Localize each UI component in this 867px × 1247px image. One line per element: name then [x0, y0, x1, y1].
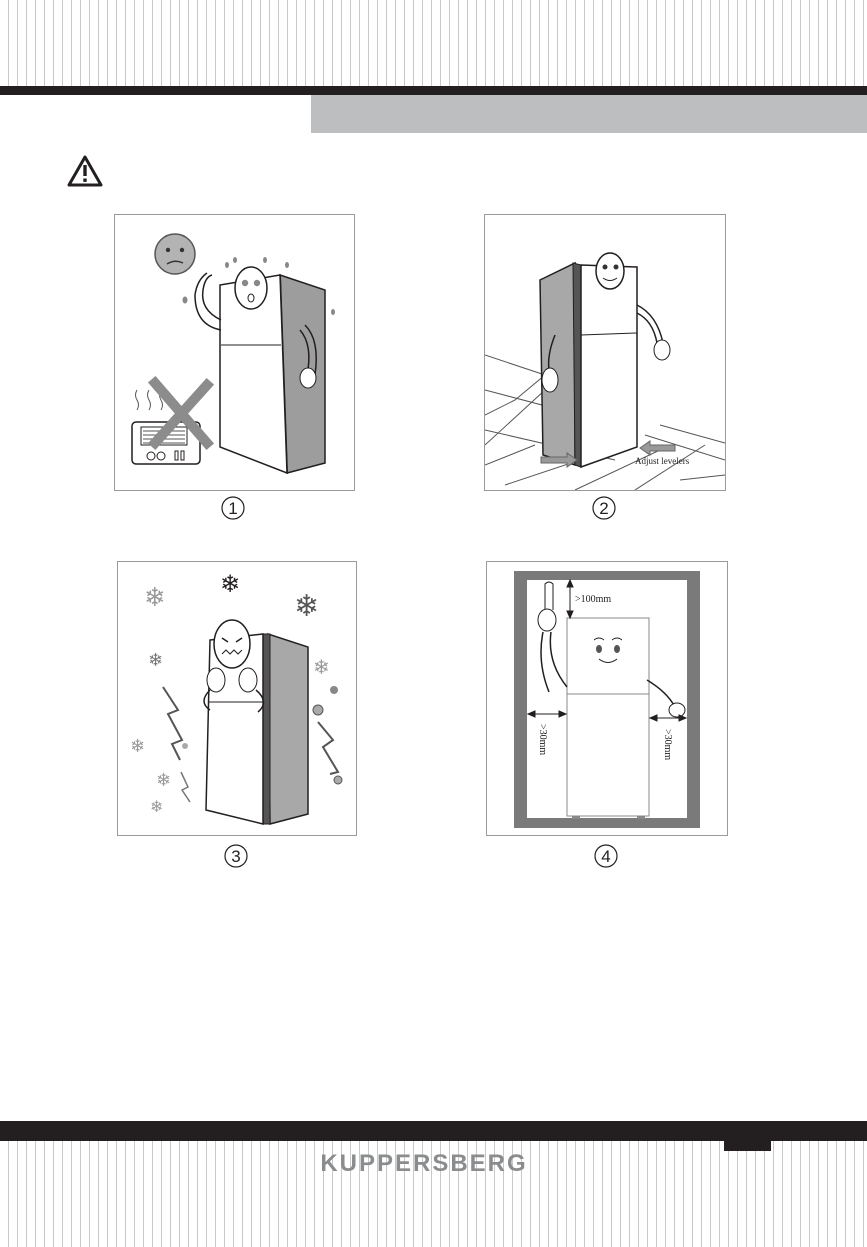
svg-text:❄: ❄	[130, 736, 145, 757]
figure-1-heat-source	[114, 214, 355, 491]
top-dark-bar	[0, 86, 867, 95]
svg-text:❄: ❄	[148, 650, 163, 671]
bottom-stripe-pattern	[0, 1141, 867, 1247]
svg-text:2: 2	[599, 499, 608, 518]
top-stripe-pattern	[0, 0, 867, 86]
section-header-band	[311, 95, 867, 133]
svg-text:❄: ❄	[220, 570, 240, 598]
figure-number-2: 2	[592, 496, 616, 520]
adjust-levelers-label: Adjust levelers	[635, 456, 690, 466]
left-clearance-label: >30mm	[537, 724, 548, 755]
svg-text:❄: ❄	[144, 583, 166, 613]
figure-2-adjust-levelers: Adjust levelers	[484, 214, 726, 491]
brand-logo: KUPPERSBERG	[320, 1150, 528, 1177]
figure-3-cold-environment: ❄ ❄ ❄ ❄ ❄ ❄ ❄ ❄	[117, 561, 357, 836]
svg-text:❄: ❄	[150, 797, 163, 816]
svg-text:3: 3	[231, 847, 240, 866]
right-clearance-label: >30mm	[662, 729, 673, 760]
svg-text:1: 1	[228, 499, 237, 518]
svg-text:❄: ❄	[294, 589, 319, 624]
svg-text:❄: ❄	[156, 770, 171, 791]
prohibited-x-icon	[147, 375, 215, 451]
top-clearance-label: >100mm	[575, 594, 611, 605]
svg-text:❄: ❄	[313, 655, 330, 679]
figure-4-clearances: >100mm >30mm >30mm	[486, 561, 728, 836]
warning-triangle-icon	[67, 155, 103, 187]
page-number-tab	[724, 1141, 771, 1151]
figure-number-3: 3	[224, 844, 248, 868]
sad-face-icon	[154, 233, 196, 275]
figure-number-4: 4	[594, 844, 618, 868]
figure-number-1: 1	[221, 496, 245, 520]
svg-text:4: 4	[601, 847, 610, 866]
bottom-dark-bar	[0, 1121, 867, 1141]
